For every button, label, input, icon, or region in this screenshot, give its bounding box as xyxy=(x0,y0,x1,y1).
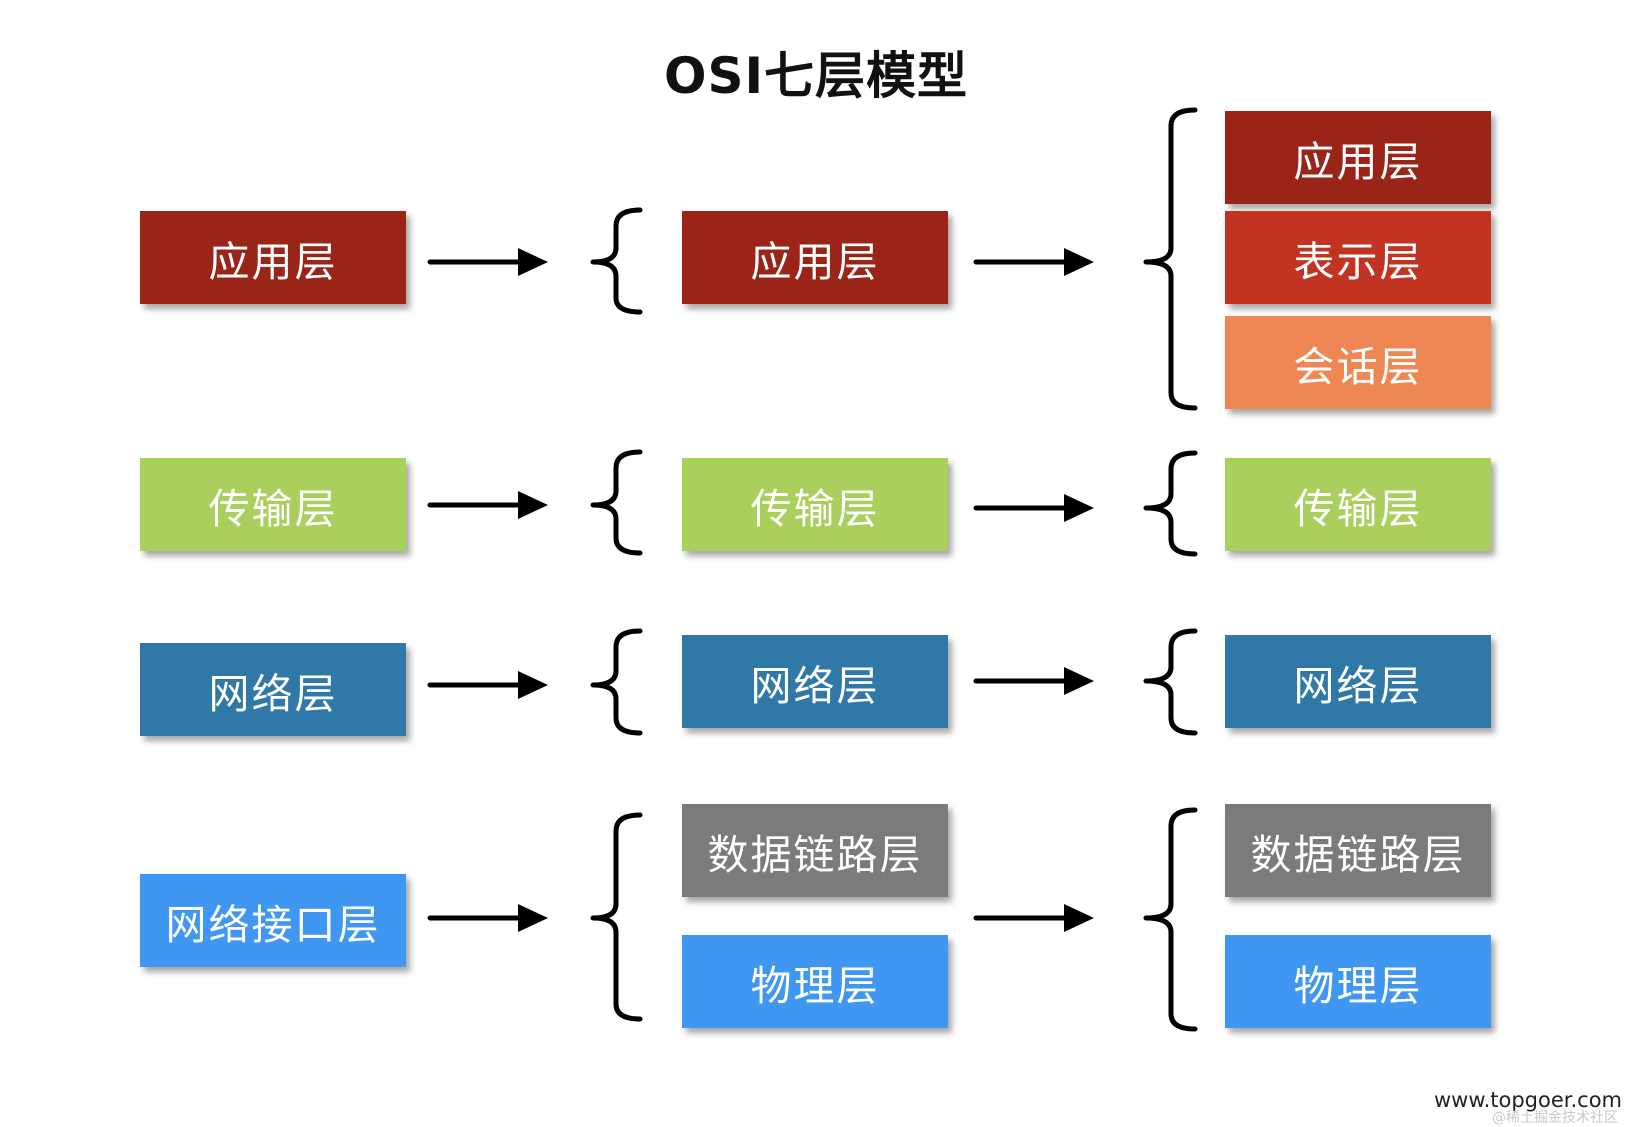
arrow-row4-left xyxy=(427,904,548,932)
diagram-title: OSI七层模型 xyxy=(663,47,969,105)
brace-middle-row2 xyxy=(590,449,643,556)
arrow-row4-right xyxy=(973,904,1094,932)
brace-middle-row1 xyxy=(590,207,643,315)
arrow-row3-left xyxy=(427,671,548,699)
left-network-layer: 网络层 xyxy=(140,643,406,736)
left-network-interface-layer: 网络接口层 xyxy=(140,874,406,967)
brace-middle-row4 xyxy=(590,812,643,1022)
middle-application-layer: 应用层 xyxy=(682,211,948,304)
arrow-row2-left xyxy=(427,491,548,519)
brace-right-row4 xyxy=(1143,807,1198,1032)
arrow-row1-right xyxy=(973,248,1094,276)
credit-watermark: @稀土掘金技术社区 xyxy=(1492,1110,1618,1126)
brace-middle-row3 xyxy=(590,628,643,736)
middle-data-link-layer: 数据链路层 xyxy=(682,804,948,897)
left-application-layer: 应用层 xyxy=(140,211,406,304)
arrow-row1-left xyxy=(427,248,548,276)
middle-transport-layer: 传输层 xyxy=(682,458,948,551)
right-application-layer: 应用层 xyxy=(1225,111,1491,204)
right-physical-layer: 物理层 xyxy=(1225,935,1491,1028)
right-network-layer: 网络层 xyxy=(1225,635,1491,728)
arrow-row3-right xyxy=(973,667,1094,695)
brace-right-row1 xyxy=(1143,107,1198,411)
right-session-layer: 会话层 xyxy=(1225,316,1491,409)
middle-network-layer: 网络层 xyxy=(682,635,948,728)
left-transport-layer: 传输层 xyxy=(140,458,406,551)
right-transport-layer: 传输层 xyxy=(1225,458,1491,551)
arrow-row2-right xyxy=(973,494,1094,522)
brace-right-row3 xyxy=(1143,628,1198,736)
right-data-link-layer: 数据链路层 xyxy=(1225,804,1491,897)
brace-right-row2 xyxy=(1143,450,1198,557)
site-url: www.topgoer.com xyxy=(1433,1088,1622,1112)
right-presentation-layer: 表示层 xyxy=(1225,211,1491,304)
middle-physical-layer: 物理层 xyxy=(682,935,948,1028)
